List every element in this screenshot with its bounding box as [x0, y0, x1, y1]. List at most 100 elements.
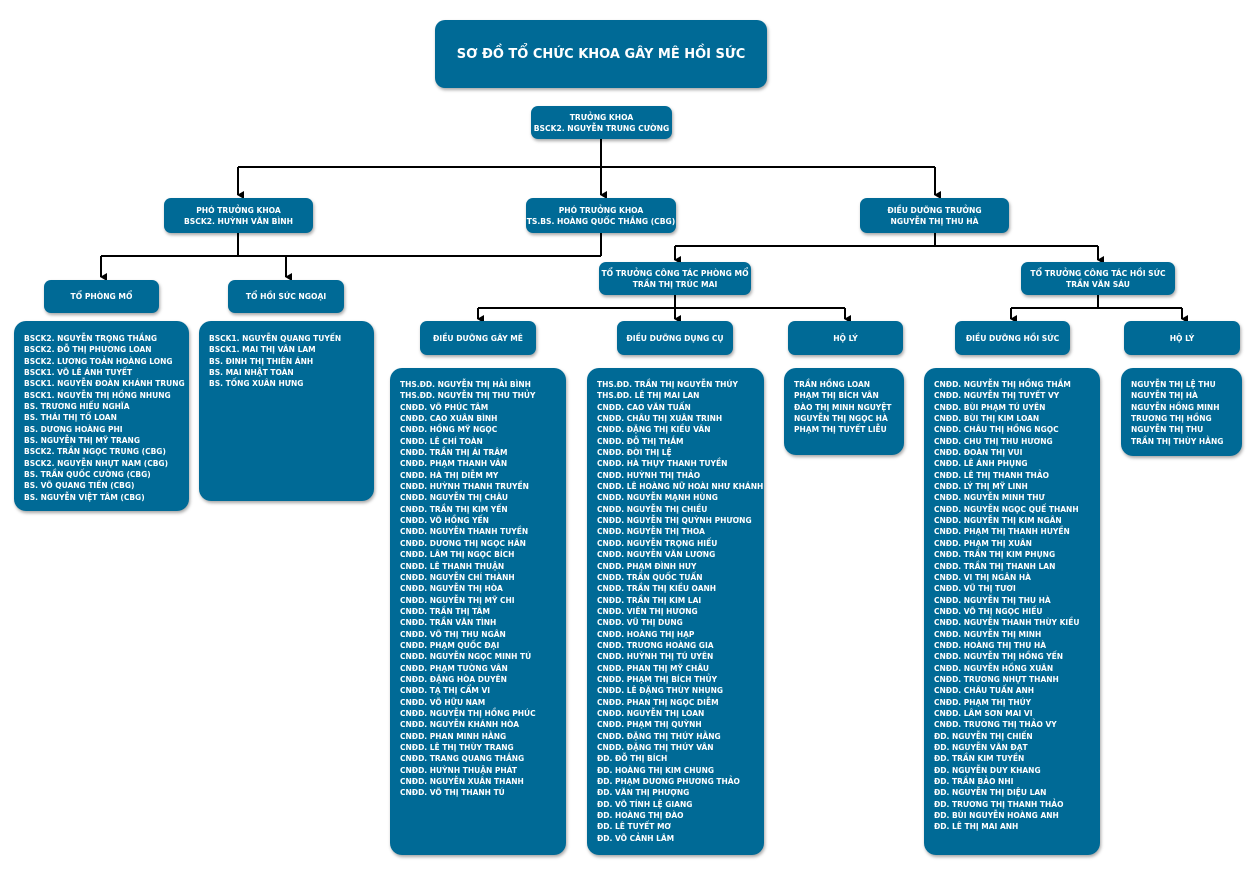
- member-name: BS. NGUYỄN THỊ MỸ TRANG: [24, 436, 140, 446]
- member-name: ĐD. BÙI NGUYỄN HOÀNG ANH: [934, 811, 1059, 821]
- member-name: NGUYỄN THỊ HÀ: [1131, 391, 1198, 401]
- member-name: CNĐD. PHẠM TƯỜNG VÂN: [400, 663, 508, 673]
- member-name: CNĐD. ĐẶNG HÒA DUYÊN: [400, 674, 507, 684]
- member-name: ĐD. TRẦN BẢO NHI: [934, 777, 1014, 787]
- member-name: ĐD. LÊ THỊ MAI ANH: [934, 822, 1019, 832]
- member-name: CNĐD. NGUYỄN THỊ CHÂU: [400, 493, 508, 503]
- member-name: ĐD. NGUYỄN THỊ DIỆU LAN: [934, 788, 1047, 798]
- member-name: CNĐD. NGUYỄN THỊ KIM NGÂN: [934, 516, 1062, 526]
- member-name: BSCK2. NGUYỄN TRỌNG THẮNG: [24, 334, 158, 343]
- member-name: BS. TỐNG XUÂN HƯNG: [209, 379, 304, 389]
- instrument-nurses-header: ĐIỀU DƯỠNG DỤNG CỤ: [617, 321, 733, 355]
- member-name: CNĐD. CAO VĂN TUẤN: [597, 402, 691, 412]
- head-name: BSCK2. NGUYỄN TRUNG CƯỜNG: [533, 123, 670, 133]
- head-nurse-node: ĐIỀU DƯỠNG TRƯỞNG NGUYỄN THỊ THU HÀ: [860, 198, 1009, 233]
- member-name: CNĐD. ĐỖ THỊ THẮM: [597, 436, 684, 446]
- member-name: CNĐD. PHẠM THỊ THANH HUYỀN: [934, 527, 1070, 537]
- member-name: TRẦN HỒNG LOAN: [794, 380, 871, 389]
- member-name: CNĐD. NGUYỄN KHÁNH HÒA: [400, 720, 520, 730]
- member-name: CNĐD. LÂM THỊ NGỌC BÍCH: [400, 550, 515, 560]
- member-name: CNĐD. PHẠM ĐÌNH HUY: [597, 561, 697, 571]
- member-name: CNĐD. LÊ THỊ THÙY TRANG: [400, 743, 514, 752]
- instrument-nurses-label: ĐIỀU DƯỠNG DỤNG CỤ: [626, 333, 724, 343]
- or-leader-name: TRẦN THỊ TRÚC MAI: [632, 279, 718, 289]
- member-name: BS. ĐINH THỊ THIÊN ÁNH: [209, 356, 314, 366]
- head-nurse-name: NGUYỄN THỊ THU HÀ: [890, 216, 979, 226]
- member-name: CNĐD. CHU THỊ THU HƯƠNG: [934, 436, 1053, 446]
- member-name: CNĐD. NGUYỄN THỊ LOAN: [597, 708, 705, 718]
- member-name: CNĐD. PHAN MINH HẰNG: [400, 731, 507, 741]
- deputy-2-node: PHÓ TRƯỞNG KHOA TS.BS. HOÀNG QUỐC THẮNG …: [526, 198, 676, 233]
- member-name: CNĐD. PHẠM THỊ THÚY: [934, 697, 1032, 707]
- member-name: CNĐD. VŨ THỊ TƯƠI: [934, 584, 1016, 594]
- member-name: CNĐD. TRẦN THỊ ÁI TRÂM: [400, 448, 508, 458]
- orderlies-icu-label: HỘ LÝ: [1169, 333, 1195, 343]
- member-name: CNĐD. NGUYỄN NGỌC MINH TÚ: [400, 652, 532, 662]
- member-name: CNĐD. TRẦN THỊ THANH LAN: [934, 561, 1056, 571]
- surgery-team-label: TỔ PHÒNG MỔ: [70, 292, 133, 301]
- member-name: CNĐD. NGUYỄN HỒNG XUÂN: [934, 663, 1054, 673]
- member-name: ThS.ĐD. NGUYỄN THỊ HẢI BÌNH: [400, 380, 531, 389]
- member-name: CNĐD. VÕ HỮU NAM: [400, 697, 486, 707]
- member-name: CNĐD. NGUYỄN THANH THÙY KIỀU: [934, 618, 1080, 628]
- member-name: NGUYỄN THỊ NGỌC HÀ: [794, 414, 888, 424]
- member-name: CNĐD. VÕ PHÚC TÂM: [400, 402, 489, 412]
- member-name: CNĐD. NGUYỄN THỊ HỒNG THẮM: [934, 380, 1071, 389]
- member-name: ĐD. NGUYỄN DUY KHANG: [934, 765, 1041, 775]
- member-name: CNĐD. TRẦN QUỐC TUẤN: [597, 572, 703, 582]
- member-name: BS. TRẦN QUỐC CƯỜNG (CBG): [24, 470, 151, 480]
- orderlies-or-label: HỘ LÝ: [833, 333, 858, 343]
- member-name: CNĐD. VI THỊ NGÂN HÀ: [934, 572, 1031, 582]
- member-name: CNĐD. VÕ THỊ THANH TÚ: [400, 788, 505, 798]
- icu-nurses-header: ĐIỀU DƯỠNG HỒI SỨC: [955, 321, 1070, 355]
- member-name: CNĐD. BÙI THỊ KIM LOAN: [934, 414, 1040, 424]
- member-name: ĐD. LÊ TUYẾT MƠ: [597, 822, 671, 832]
- member-name: CNĐD. LÊ THANH THUẬN: [400, 561, 505, 571]
- member-name: CNĐD. PHẠM THỊ QUỲNH: [597, 720, 702, 730]
- member-name: CNĐD. NGUYỄN THANH TUYỀN: [400, 527, 529, 537]
- member-name: CNĐD. HOÀNG THỊ THU HÀ: [934, 640, 1047, 650]
- member-name: BS. NGUYỄN VIỆT TÂM (CBG): [24, 492, 145, 502]
- member-name: CNĐD. HUỲNH THUẬN PHÁT: [400, 765, 518, 775]
- member-name: ĐÀO THỊ MINH NGUYỆT: [794, 402, 892, 412]
- member-name: BS. TRƯƠNG HIẾU NGHĨA: [24, 402, 130, 412]
- member-name: CNĐD. NGUYỄN THỊ CHIỀU: [597, 504, 708, 514]
- member-name: CNĐD. NGUYỄN VĂN LƯƠNG: [597, 550, 716, 560]
- orderlies-icu-header: HỘ LÝ: [1124, 321, 1240, 355]
- member-name: CNĐD. DƯƠNG THỊ NGỌC HÂN: [400, 538, 526, 548]
- member-name: NGUYỄN HỒNG MINH: [1131, 402, 1220, 412]
- member-name: NGUYỄN THỊ THU: [1131, 425, 1204, 435]
- member-name: CNĐD. TRANG QUANG THẮNG: [400, 754, 525, 764]
- member-name: BSCK2. NGUYỄN NHỰT NAM (CBG): [24, 458, 169, 468]
- member-name: CNĐD. PHẠM THANH VÂN: [400, 459, 508, 469]
- member-name: ĐD. NGUYỄN THỊ CHIẾN: [934, 731, 1033, 741]
- member-name: CNĐD. NGUYỄN THỊ HÒA: [400, 584, 503, 594]
- anesthesia-nurses-list: ThS.ĐD. NGUYỄN THỊ HẢI BÌNHThS.ĐD. NGUYỄ…: [390, 368, 566, 855]
- member-name: CNĐD. CHÂU TUẤN ANH: [934, 686, 1035, 696]
- member-name: CNĐD. TRẦN VĂN TÌNH: [400, 618, 497, 628]
- member-name: CNĐD. NGUYỄN THỊ QUỲNH PHƯƠNG: [597, 516, 752, 526]
- member-name: CNĐD. TẠ THỊ CẨM VI: [400, 686, 491, 696]
- icu-leader-node: TỔ TRƯỞNG CÔNG TÁC HỒI SỨC TRẦN VĂN SÁU: [1021, 262, 1175, 295]
- member-name: ĐD. VĂN THỊ PHƯỢNG: [597, 788, 690, 798]
- member-name: CNĐD. HUỲNH THỊ TÚ UYÊN: [597, 652, 714, 662]
- member-name: CNĐD. NGUYỄN THỊ MINH: [934, 629, 1042, 639]
- deputy-2-name: TS.BS. HOÀNG QUỐC THẮNG (CBG): [526, 216, 676, 226]
- member-name: CNĐD. VIÊN THỊ HƯƠNG: [597, 606, 698, 616]
- member-name: CNĐD. LÊ ÁNH PHỤNG: [934, 459, 1028, 469]
- anesthesia-nurses-header: ĐIỀU DƯỠNG GÂY MÊ: [420, 321, 536, 355]
- member-name: ĐD. VÕ TÍNH LỆ GIANG: [597, 799, 693, 809]
- member-name: BS. DƯƠNG HOÀNG PHI: [24, 424, 123, 434]
- icu-leader-role: TỔ TRƯỞNG CÔNG TÁC HỒI SỨC: [1030, 268, 1166, 278]
- member-name: BSCK1. NGUYỄN ĐOÀN KHÁNH TRUNG: [24, 379, 185, 389]
- member-name: CNĐD. NGUYỄN THỊ HỒNG YẾN: [934, 652, 1064, 662]
- or-leader-node: TỔ TRƯỞNG CÔNG TÁC PHÒNG MỔ TRẦN THỊ TRÚ…: [599, 262, 751, 295]
- member-name: CNĐD. TRẦN THỊ KIM YẾN: [400, 504, 508, 514]
- member-name: ThS.ĐD. LÊ THỊ MAI LAN: [597, 391, 700, 401]
- outpatient-icu-header: TỔ HỒI SỨC NGOẠI: [228, 280, 344, 313]
- or-leader-role: TỔ TRƯỞNG CÔNG TÁC PHÒNG MỔ: [601, 268, 749, 278]
- member-name: CNĐD. PHẠM THỊ XUÂN: [934, 538, 1032, 548]
- member-name: BSCK1. VÕ LÊ ÁNH TUYẾT: [24, 368, 133, 378]
- member-name: CNĐD. PHẠM THỊ BÍCH THỦY: [597, 674, 718, 684]
